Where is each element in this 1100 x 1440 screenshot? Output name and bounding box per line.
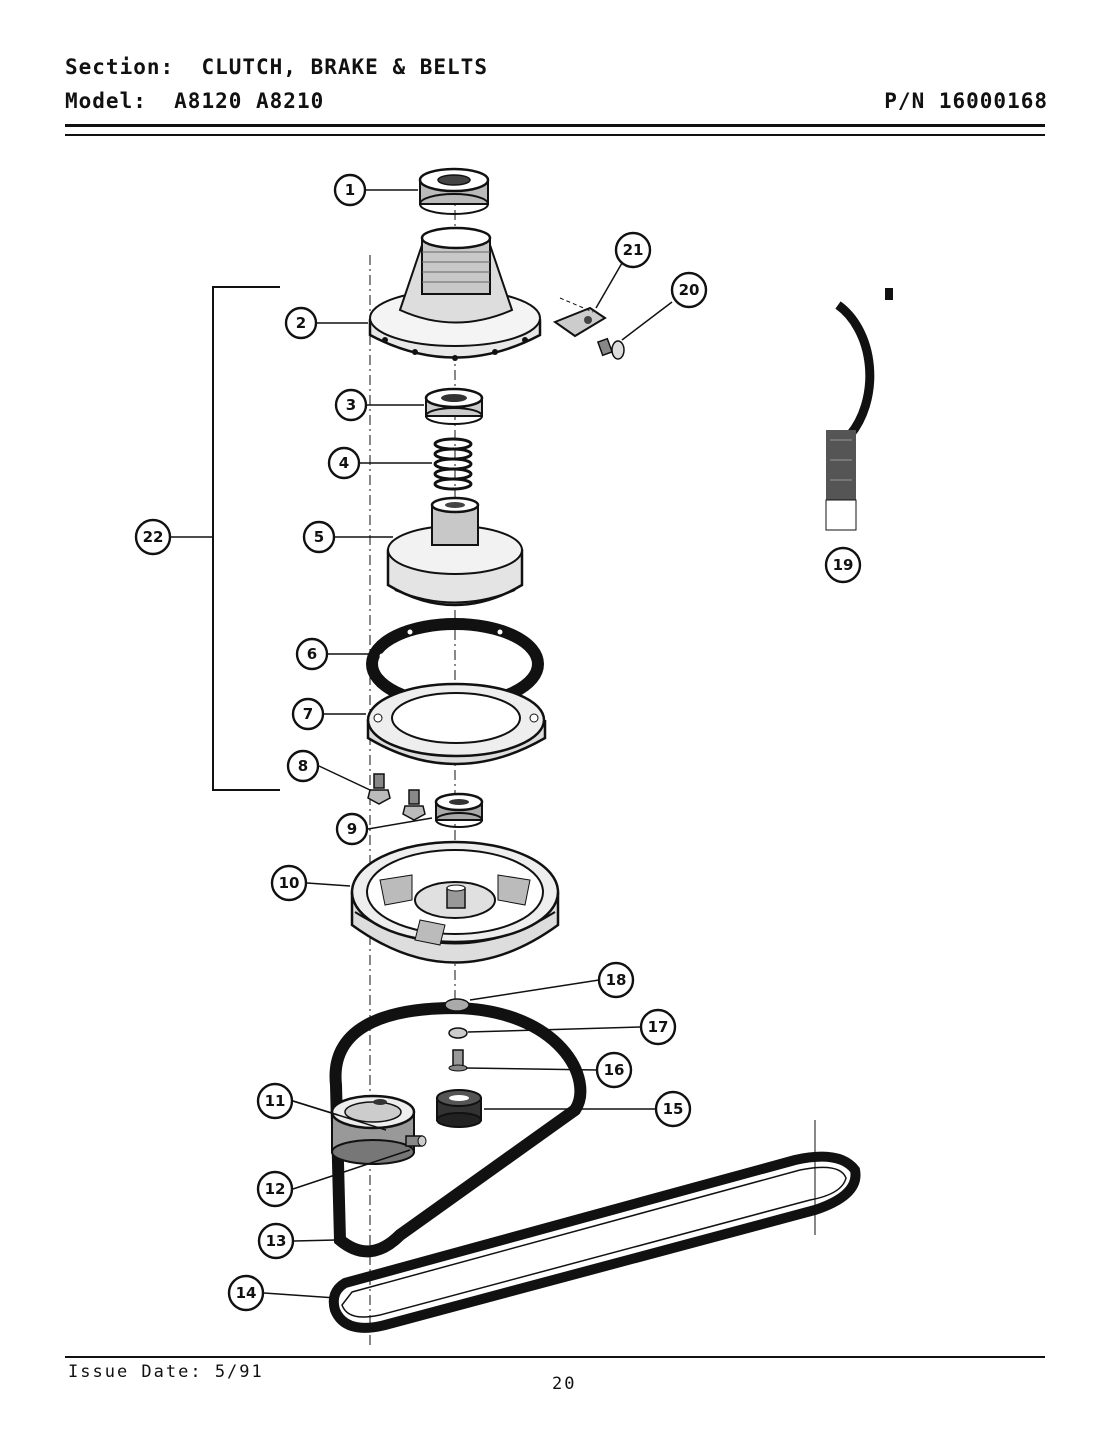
callout-17: 17 <box>639 1008 677 1046</box>
callout-15: 15 <box>654 1090 692 1128</box>
part-21-bracket <box>552 297 607 338</box>
part-19-strap <box>825 288 893 531</box>
callout-7: 7 <box>291 697 325 731</box>
part-5-clutch-drum <box>386 496 524 607</box>
callout-1: 1 <box>333 173 367 207</box>
svg-text:8: 8 <box>298 757 308 775</box>
callout-21: 21 <box>614 231 652 269</box>
callout-10: 10 <box>270 864 308 902</box>
callout-14: 14 <box>227 1274 265 1312</box>
svg-text:15: 15 <box>663 1100 684 1118</box>
model-numbers: A8120 A8210 <box>174 89 325 113</box>
part-20-screw <box>596 337 625 360</box>
model-line: Model: A8120 A8210 <box>65 89 324 113</box>
callout-19: 19 <box>824 546 862 584</box>
callout-4: 4 <box>327 446 361 480</box>
section-line: Section: CLUTCH, BRAKE & BELTS <box>65 55 488 79</box>
callout-22: 22 <box>134 518 172 556</box>
part-3-collar <box>424 387 484 425</box>
part-4-spring <box>433 437 473 491</box>
callout-9: 9 <box>335 812 369 846</box>
part-16-bolt <box>448 1049 468 1072</box>
part-14-belt-inner <box>341 1166 847 1318</box>
part-11-motor-pulley <box>330 1094 416 1165</box>
svg-text:22: 22 <box>143 528 164 546</box>
callout-18: 18 <box>597 961 635 999</box>
callout-20: 20 <box>670 271 708 309</box>
part-14-pump-belt <box>328 1151 861 1333</box>
page-number: 20 <box>552 1374 577 1394</box>
svg-text:13: 13 <box>266 1232 287 1250</box>
svg-text:11: 11 <box>265 1092 286 1110</box>
part-8-bolts <box>367 773 426 821</box>
callout-6: 6 <box>295 637 329 671</box>
svg-text:18: 18 <box>606 971 627 989</box>
part-2-housing <box>368 226 542 361</box>
part-15-idler <box>436 1089 482 1128</box>
part-9-bearing <box>434 792 484 828</box>
svg-text:14: 14 <box>236 1284 257 1302</box>
svg-text:1: 1 <box>345 181 355 199</box>
callout-11: 11 <box>256 1082 294 1120</box>
part-12-set-screw <box>405 1135 427 1147</box>
part-7-brake-ring <box>366 682 547 766</box>
part-1-bearing <box>418 167 490 215</box>
svg-text:19: 19 <box>833 556 854 574</box>
callout-2: 2 <box>284 306 318 340</box>
svg-text:4: 4 <box>339 454 349 472</box>
svg-text:20: 20 <box>679 281 700 299</box>
header-rule-thin <box>65 134 1045 136</box>
part-17-nut <box>448 1027 468 1039</box>
callout-13: 13 <box>257 1222 295 1260</box>
svg-text:3: 3 <box>346 396 356 414</box>
svg-text:5: 5 <box>314 528 324 546</box>
issue-date: Issue Date: 5/91 <box>68 1362 264 1382</box>
section-label: Section: <box>65 55 175 79</box>
svg-text:21: 21 <box>623 241 644 259</box>
part-10-pulley <box>350 840 560 964</box>
svg-text:9: 9 <box>347 820 357 838</box>
callout-12: 12 <box>256 1170 294 1208</box>
part-13-drive-belt <box>329 1001 587 1258</box>
svg-text:2: 2 <box>296 314 306 332</box>
assembly-bracket <box>212 286 280 791</box>
svg-text:6: 6 <box>307 645 317 663</box>
svg-text:7: 7 <box>303 705 313 723</box>
callout-3: 3 <box>334 388 368 422</box>
model-label: Model: <box>65 89 147 113</box>
svg-text:10: 10 <box>279 874 300 892</box>
svg-text:16: 16 <box>604 1061 625 1079</box>
callout-16: 16 <box>595 1051 633 1089</box>
header-rule-thick <box>65 124 1045 127</box>
callout-5: 5 <box>302 520 336 554</box>
footer-rule <box>65 1356 1045 1358</box>
section-title: CLUTCH, BRAKE & BELTS <box>201 55 488 79</box>
part-number: P/N 16000168 <box>884 89 1048 113</box>
callout-8: 8 <box>286 749 320 783</box>
part-18-washer <box>444 998 470 1012</box>
svg-text:12: 12 <box>265 1180 286 1198</box>
svg-text:17: 17 <box>648 1018 669 1036</box>
